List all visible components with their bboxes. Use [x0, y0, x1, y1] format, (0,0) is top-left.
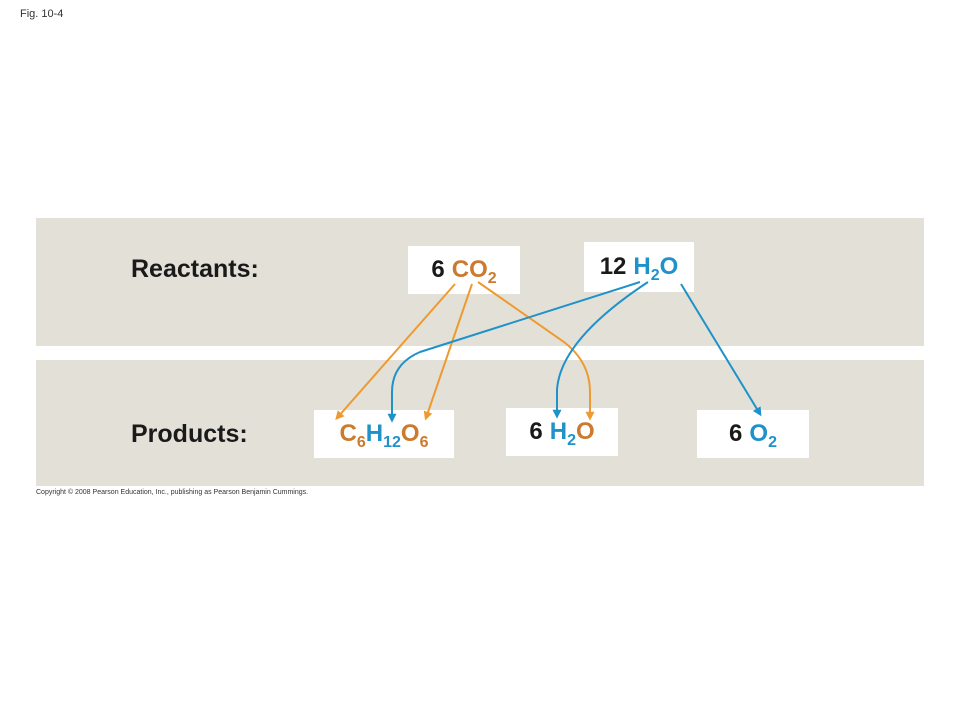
- arrow-co2-to-water-oxygen: [477, 281, 595, 421]
- o2-element-o: O: [749, 420, 769, 447]
- h2o-reactant-element-h: H: [633, 253, 651, 280]
- arrow-co2-to-glucose-oxygen: [423, 283, 473, 421]
- o2-subscript-o: 2: [768, 434, 777, 451]
- products-label: Products:: [131, 420, 248, 448]
- product-oxygen: 6 O2: [697, 410, 809, 458]
- co2-element-c: C: [451, 256, 470, 283]
- arrow-water-to-water-hydrogen: [552, 281, 649, 419]
- glucose-element-o: O: [400, 420, 420, 447]
- o2-coefficient: 6: [729, 420, 743, 447]
- h2o-reactant-element-o: O: [659, 253, 679, 280]
- glucose-subscript-c: 6: [356, 434, 366, 451]
- h2o-reactant-formula: H2O: [633, 253, 679, 284]
- h2o-reactant-coefficient: 12: [599, 253, 627, 280]
- glucose-formula: C6H12O6: [339, 420, 429, 451]
- co2-coefficient: 6: [431, 256, 445, 283]
- co2-element-o: O: [469, 256, 488, 283]
- h2o-product-coefficient: 6: [529, 418, 543, 445]
- reactant-water: 12 H2O: [584, 242, 694, 292]
- arrow-co2-to-glucose-carbon: [335, 283, 456, 421]
- co2-subscript-o: 2: [487, 270, 497, 287]
- copyright-notice: Copyright © 2008 Pearson Education, Inc.…: [36, 489, 309, 496]
- glucose-subscript-h: 12: [383, 434, 401, 451]
- o2-formula: O2: [749, 420, 777, 451]
- figure-label: Fig. 10-4: [20, 8, 64, 20]
- product-water: 6 H2O: [506, 408, 618, 456]
- reactants-label: Reactants:: [131, 255, 259, 283]
- co2-formula: CO2: [451, 256, 497, 287]
- product-glucose: C6H12O6: [314, 410, 454, 458]
- arrow-water-to-glucose-hydrogen: [387, 281, 641, 423]
- glucose-element-c: C: [339, 420, 357, 447]
- glucose-element-h: H: [365, 420, 384, 447]
- h2o-product-subscript-h: 2: [567, 432, 576, 449]
- arrow-water-to-oxygen: [680, 283, 762, 417]
- reactant-carbon-dioxide: 6 CO2: [408, 246, 520, 294]
- h2o-product-formula: H2O: [549, 418, 595, 449]
- glucose-subscript-o: 6: [419, 434, 429, 451]
- h2o-reactant-subscript-h: 2: [650, 267, 660, 284]
- h2o-product-element-h: H: [549, 418, 568, 445]
- h2o-product-element-o: O: [575, 418, 595, 445]
